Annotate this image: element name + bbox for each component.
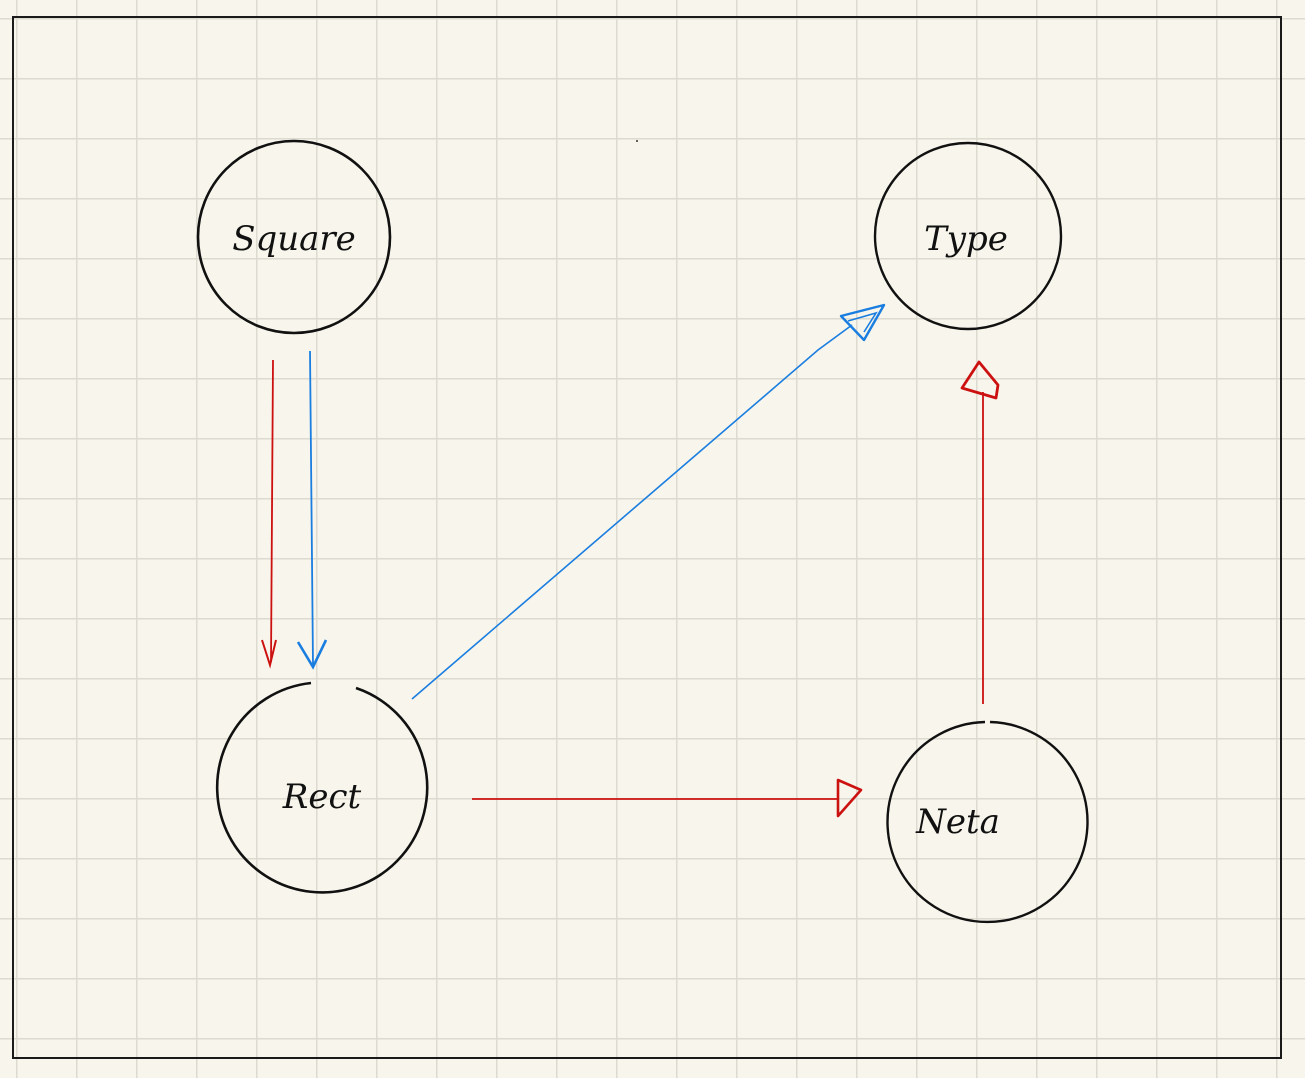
node-square-circle[interactable] (196, 139, 392, 335)
node-rect-label: Rect (282, 777, 362, 817)
stray-mark (636, 140, 638, 142)
node-type-label: Type (924, 219, 1008, 259)
edge-square-rect-blue (296, 350, 328, 670)
node-square-label: Square (232, 219, 356, 259)
node-rect-circle[interactable] (215, 681, 429, 894)
edge-square-rect-red (261, 359, 277, 669)
node-neta-circle[interactable] (886, 720, 1089, 924)
node-neta-label: Neta (915, 802, 1000, 842)
diagram-frame (12, 16, 1282, 1059)
edge-rect-type-blue (411, 303, 886, 700)
edge-rect-neta-red (472, 778, 863, 818)
edge-neta-type-red (960, 360, 1000, 704)
node-type-circle[interactable] (873, 141, 1063, 331)
